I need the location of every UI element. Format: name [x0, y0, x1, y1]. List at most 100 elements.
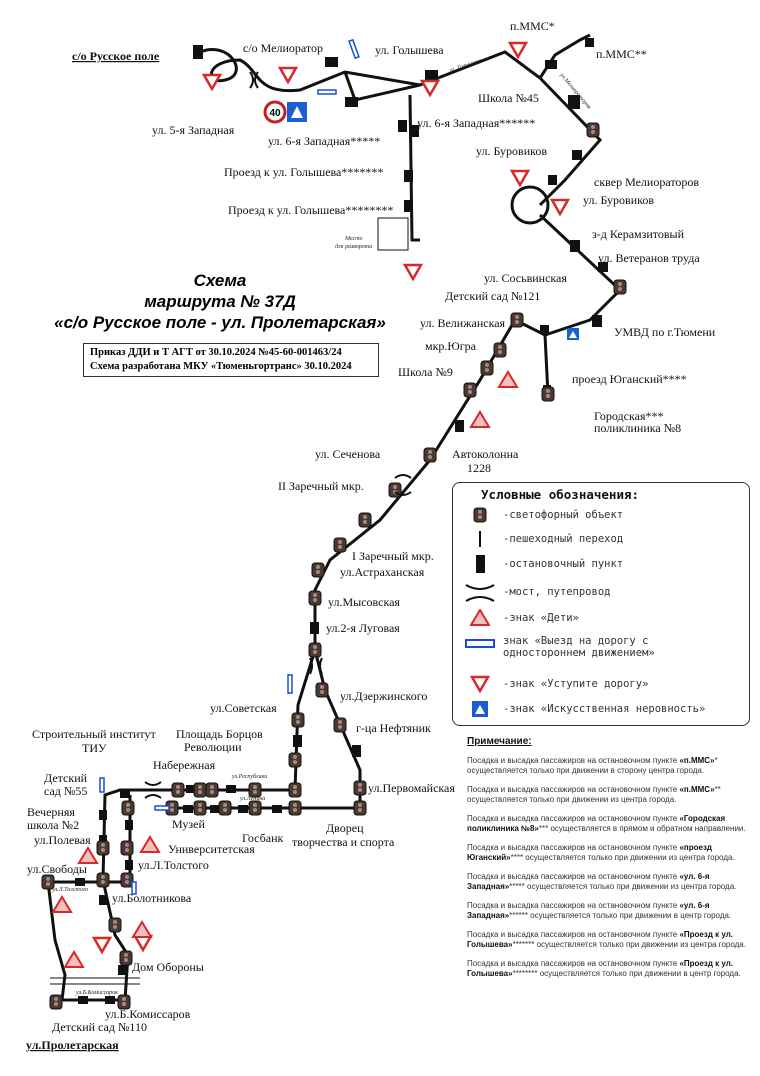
stop-label: 1228 [467, 461, 491, 475]
stop-label: мкр.Югра [425, 339, 477, 353]
svg-text:40: 40 [269, 108, 281, 119]
stop-label: проезд Юганский**** [572, 372, 687, 386]
legend-text: -мост, путепровод [503, 586, 611, 598]
stop-label: ул.Дзержинского [340, 689, 427, 703]
legend-item: -пешеходный переход [463, 531, 623, 547]
stop-label: ул. 6-я Западная****** [417, 116, 535, 130]
stop-label: Вечерняя [27, 805, 75, 819]
note-post: ****** осуществляется только при движени… [509, 911, 732, 920]
stop-label: ул.Свободы [27, 862, 87, 876]
stop-label: Дом Обороны [132, 960, 204, 974]
stop-label: Детский [44, 771, 88, 785]
stop-label: с/о Мелиоратор [243, 41, 323, 55]
stop-label: Детский сад №110 [52, 1020, 147, 1034]
speed-limit-sign: 40 [263, 100, 287, 124]
note-pre: Посадка и высадка пассажиров на останово… [467, 901, 680, 910]
legend-item: -светофорный объект [463, 507, 623, 523]
stop-label: Строительный институт [32, 727, 157, 741]
stop-label: УМВД по г.Тюмени [614, 325, 716, 339]
stop-label: I Заречный мкр. [352, 549, 434, 563]
note-post: ***** осуществляется только при движении… [509, 882, 737, 891]
traffic-light-icon [463, 507, 497, 523]
note-item: Посадка и высадка пассажиров на останово… [467, 814, 757, 834]
note-stop: «Проезд к ул. Голышева» [467, 959, 734, 978]
title-route-number: маршрута № 37Д [144, 292, 296, 311]
svg-text:ул.Ленина: ул.Ленина [239, 796, 265, 802]
children-sign-icon [463, 609, 497, 627]
stop-label: поликлиника №8 [594, 421, 681, 435]
note-item: Посадка и высадка пассажиров на останово… [467, 901, 757, 921]
stop-label: Госбанк [242, 831, 284, 845]
note-item: Посадка и высадка пассажиров на останово… [467, 756, 757, 776]
stop-label: ул. 6-я Западная***** [268, 134, 380, 148]
notes-list: Посадка и высадка пассажиров на останово… [467, 756, 757, 979]
stop-label: Автоколонна [452, 447, 519, 461]
stop-label: п.ММС** [596, 47, 647, 61]
stop-label: школа №2 [27, 818, 79, 832]
speed-bump-sign [287, 102, 579, 340]
legend-item: -мост, путепровод [463, 581, 610, 603]
stop-label: ул.Мысовская [328, 595, 400, 609]
stop-label: Революции [184, 740, 242, 754]
stop-label: Площадь Борцов [176, 727, 263, 741]
stop-label: ул. 5-я Западная [152, 123, 235, 137]
legend-title: Условные обозначения: [481, 487, 640, 502]
stop-label: Дворец [326, 821, 364, 835]
legend-text-line: знак «Выезд на дорогу с [503, 635, 649, 647]
legend-item: -знак «Уступите дорогу» [463, 675, 648, 693]
svg-text:ул.Республики: ул.Республики [231, 773, 267, 780]
stop-label: ул. Буровиков [476, 144, 547, 158]
stop-label: ул. Велижанская [420, 316, 506, 330]
note-item: Посадка и высадка пассажиров на останово… [467, 959, 757, 979]
svg-text:для разворота: для разворота [335, 243, 372, 250]
note-stop: «проезд Юганский» [467, 843, 713, 862]
terminal-russkoe-pole: с/о Русское поле [72, 49, 160, 63]
one-way-exit-sign-icon [463, 635, 497, 648]
legend-text: -остановочный пункт [503, 558, 624, 570]
note-item: Посадка и высадка пассажиров на останово… [467, 843, 757, 863]
stop-label: Проезд к ул. Голышева******* [224, 165, 383, 179]
svg-text:ул. Голышева: ул. Голышева [448, 58, 483, 74]
note-post: ** осуществляется только при движении из… [467, 785, 721, 804]
stop-label: з-д Керамзитовый [592, 227, 685, 241]
stop-label: сад №55 [44, 784, 87, 798]
stop-label: творчества и спорта [292, 835, 395, 849]
speed-bump-sign-icon [463, 701, 497, 717]
bridge-icon [463, 581, 497, 603]
crosswalk-icon [463, 531, 497, 547]
turnaround-area [377, 217, 409, 251]
note-stop: «ул. 6-я Западная» [467, 872, 710, 891]
note-pre: Посадка и высадка пассажиров на останово… [467, 959, 680, 968]
note-pre: Посадка и высадка пассажиров на останово… [467, 756, 680, 765]
stop-label: ТИУ [82, 741, 107, 755]
developer-text: Схема разработана МКУ «Тюменьгортранс» 3… [90, 361, 352, 372]
stop-label: Проезд к ул. Голышева******** [228, 203, 393, 217]
note-post: *** осуществляется в прямом и обратном н… [538, 824, 746, 833]
note-pre: Посадка и высадка пассажиров на останово… [467, 930, 680, 939]
legend: Условные обозначения: -светофорный объек… [452, 482, 750, 726]
yield-sign-icon [463, 675, 497, 693]
stop-label: п.ММС* [510, 19, 555, 33]
bus-stop-icon [463, 555, 497, 573]
stop-label: ул. Буровиков [583, 193, 654, 207]
legend-item: -знак «Дети» [463, 609, 579, 627]
stop-label: ул.Полевая [34, 833, 91, 847]
note-pre: Посадка и высадка пассажиров на останово… [467, 872, 680, 881]
terminal-proletarskaya: ул.Пролетарская [26, 1038, 119, 1052]
note-item: Посадка и высадка пассажиров на останово… [467, 872, 757, 892]
note-pre: Посадка и высадка пассажиров на останово… [467, 785, 680, 794]
stop-label: ул.Л.Толстого [138, 858, 209, 872]
note-item: Посадка и высадка пассажиров на останово… [467, 785, 757, 805]
stop-label: ул.Астраханская [340, 565, 425, 579]
stop-label: Университетская [168, 842, 255, 856]
note-post: ******** осуществляется только при движе… [512, 969, 741, 978]
railway [50, 977, 140, 985]
title-route-name: «с/о Русское поле - ул. Пролетарская» [54, 313, 386, 332]
legend-text: -знак «Искусственная неровность» [503, 703, 706, 715]
note-post: * осуществляется только при движении в с… [467, 756, 718, 775]
order-box: Приказ ДДИ и Т АГТ от 30.10.2024 №45-60-… [83, 343, 379, 377]
stop-label: ул. Сеченова [315, 447, 381, 461]
